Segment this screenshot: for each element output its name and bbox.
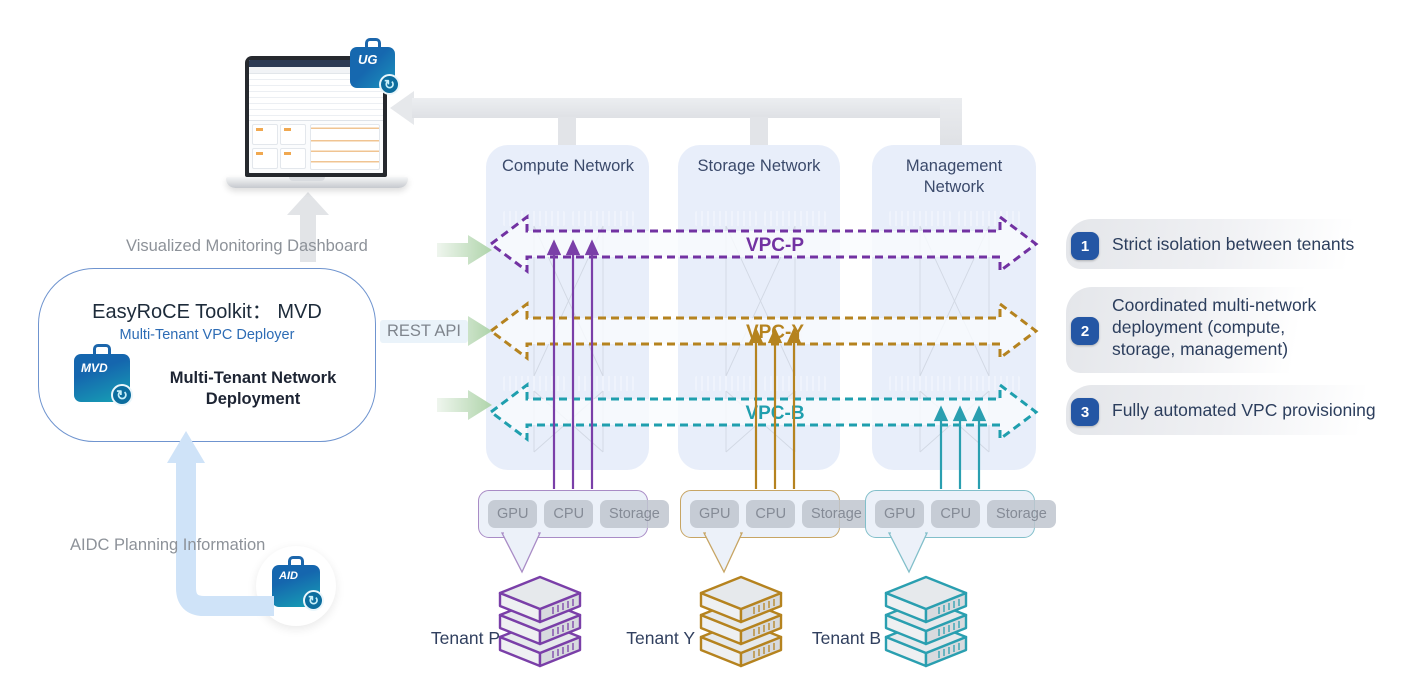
switch: [764, 376, 826, 391]
tenant-b-label: Tenant B: [811, 628, 881, 648]
switch: [503, 376, 565, 391]
storage-pill: Storage: [802, 500, 871, 528]
briefcase-body: AID: [272, 565, 320, 607]
switch: [503, 211, 565, 226]
tenant-y-label: Tenant Y: [626, 628, 695, 648]
dashboard-card: [252, 148, 278, 169]
gear-refresh-icon: ↻: [303, 590, 324, 611]
dashboard-card: [280, 124, 306, 145]
switch: [889, 211, 951, 226]
benefit-text: Strict isolation between tenants: [1112, 234, 1355, 254]
briefcase-handle-icon: [365, 38, 381, 49]
network-title-management: Management Network: [905, 157, 1003, 196]
cpu-pill: CPU: [544, 500, 594, 528]
benefit-number: 1: [1071, 232, 1099, 260]
mvd-panel-title: EasyRoCE Toolkit： MVD: [92, 301, 322, 323]
switch: [764, 211, 826, 226]
dashboard-card: [252, 124, 278, 145]
gear-refresh-icon: ↻: [111, 384, 133, 406]
connector-arrowhead-left: [390, 91, 414, 125]
benefit-text: Fully automated VPC provisioning: [1112, 400, 1376, 420]
connector-stub-compute: [558, 117, 576, 147]
mvd-panel-subtitle: Multi-Tenant VPC Deployer: [119, 327, 295, 343]
network-panel-storage: [678, 145, 840, 470]
switch: [695, 211, 757, 226]
dashboard-cards: [252, 124, 308, 170]
storage-pill: Storage: [987, 500, 1056, 528]
monitoring-up-arrowhead: [287, 192, 329, 215]
gpu-pill: GPU: [690, 500, 740, 528]
network-title-compute: Compute Network: [501, 157, 635, 175]
benefit-text: Coordinated multi-network deployment (co…: [1112, 295, 1317, 359]
dashboard-navbar: [249, 60, 383, 67]
monitoring-up-arrow: [300, 214, 316, 262]
benefit-bg: [1066, 287, 1334, 373]
switch: [958, 376, 1020, 391]
network-panel-compute: [486, 145, 649, 470]
connector-bar: [412, 98, 962, 118]
dashboard-card: [280, 148, 306, 169]
tenant-b-stack: [886, 577, 966, 666]
dashboard-widgets: [249, 121, 383, 173]
gpu-pill: GPU: [488, 500, 538, 528]
briefcase-handle-icon: [93, 344, 111, 356]
network-title-storage: Storage Network: [697, 157, 821, 175]
cpu-pill: CPU: [746, 500, 796, 528]
gear-refresh-icon: ↻: [379, 74, 400, 95]
benefit-number: 2: [1071, 317, 1099, 345]
switch: [572, 211, 634, 226]
rest-api-label: REST API: [380, 320, 468, 343]
tenant-p-label: Tenant P: [430, 628, 500, 648]
tenant-bubble-p: GPU CPU Storage: [478, 490, 669, 538]
laptop-notch: [289, 177, 325, 181]
dashboard-chart: [310, 124, 380, 170]
briefcase-body: UG: [350, 47, 395, 88]
connector-stub-management: [940, 98, 962, 146]
benefit-bg: [1066, 219, 1398, 269]
tenant-bubble-b: GPU CPU Storage: [865, 490, 1056, 538]
tenant-bubble-y: GPU CPU Storage: [680, 490, 871, 538]
tenant-p-stack: [500, 577, 580, 666]
benefit-number: 3: [1071, 398, 1099, 426]
dashboard-toolbar: [249, 67, 383, 74]
ug-icon-label: UG: [358, 52, 378, 67]
connector-stub-storage: [750, 117, 768, 147]
aidc-planning-label: AIDC Planning Information: [70, 536, 266, 554]
tenant-y-stack: [701, 577, 781, 666]
mvd-panel-caption: Multi-Tenant Network Deployment: [169, 369, 337, 408]
mvd-icon-label: MVD: [81, 361, 108, 375]
laptop-base: [226, 177, 408, 188]
switch: [889, 376, 951, 391]
switch: [572, 376, 634, 391]
switch: [695, 376, 757, 391]
monitoring-dashboard-label: Visualized Monitoring Dashboard: [126, 237, 368, 255]
benefit-bg: [1066, 385, 1414, 435]
switch: [958, 211, 1020, 226]
aid-icon-label: AID: [279, 570, 298, 582]
briefcase-handle-icon: [288, 556, 304, 567]
cpu-pill: CPU: [931, 500, 981, 528]
gpu-pill: GPU: [875, 500, 925, 528]
storage-pill: Storage: [600, 500, 669, 528]
